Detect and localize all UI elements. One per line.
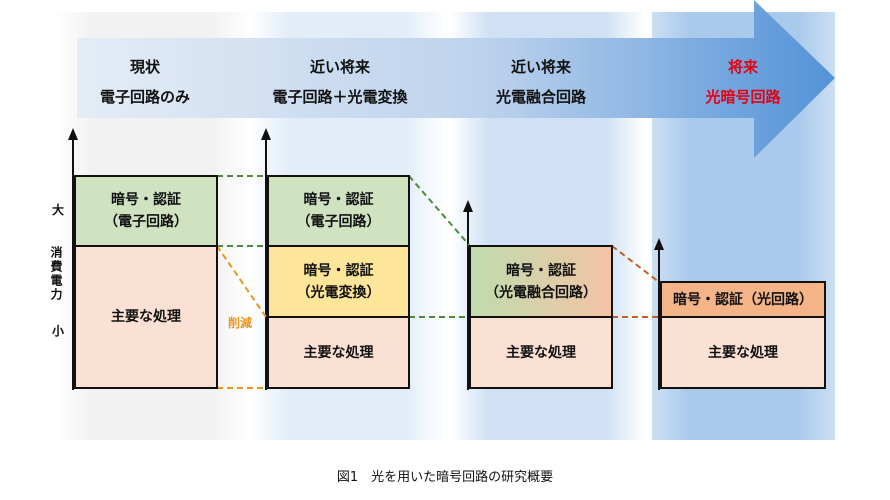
axis-col4-head bbox=[654, 238, 664, 250]
stage-future-line1: 将来 bbox=[727, 58, 758, 76]
timeline-arrow bbox=[77, 0, 835, 158]
reduction-label: 削減 bbox=[228, 316, 253, 330]
col3-main-box: 主要な処理 bbox=[469, 316, 613, 389]
stage-current: 現状 電子回路のみ bbox=[50, 52, 240, 112]
col2-main-box: 主要な処理 bbox=[267, 316, 410, 389]
axis-col2-head bbox=[261, 128, 271, 140]
stage-near-future-2-line1: 近い将来 bbox=[510, 58, 571, 76]
connector-green-top-2 bbox=[408, 175, 471, 247]
col2-crypto-photoelectric-box: 暗号・認証 （光電変換） bbox=[267, 245, 410, 318]
axis-title: 消費電力 bbox=[49, 246, 63, 302]
stage-near-future-1-line2: 電子回路＋光電変換 bbox=[272, 88, 408, 106]
axis-col1-head bbox=[68, 128, 78, 140]
connector-brown-top bbox=[611, 245, 660, 283]
figure-caption: 図1 光を用いた暗号回路の研究概要 bbox=[336, 470, 554, 485]
axis-col3-head bbox=[463, 200, 473, 212]
col3-crypto-box: 暗号・認証 （光電融合回路） bbox=[469, 245, 613, 318]
stage-current-line2: 電子回路のみ bbox=[99, 88, 190, 106]
axis-high-label: 大 bbox=[52, 203, 65, 217]
col2-crypto-electronic-box: 暗号・認証 （電子回路） bbox=[267, 175, 410, 247]
stage-near-future-2: 近い将来 光電融合回路 bbox=[446, 52, 636, 112]
axis-low-label: 小 bbox=[52, 324, 65, 338]
stage-future-line2: 光暗号回路 bbox=[705, 88, 781, 106]
stage-near-future-2-line2: 光電融合回路 bbox=[495, 88, 586, 106]
col4-main-box: 主要な処理 bbox=[660, 316, 826, 389]
stage-future: 将来 光暗号回路 bbox=[648, 52, 838, 112]
stage-near-future-1: 近い将来 電子回路＋光電変換 bbox=[245, 52, 435, 112]
stage-current-line1: 現状 bbox=[129, 58, 160, 76]
connector-orange-reduction bbox=[216, 245, 267, 318]
col1-crypto-box: 暗号・認証 （電子回路） bbox=[74, 175, 218, 247]
col1-main-box: 主要な処理 bbox=[74, 245, 218, 389]
col4-crypto-box: 暗号・認証（光回路） bbox=[660, 281, 826, 318]
stage-near-future-1-line1: 近い将来 bbox=[309, 58, 370, 76]
